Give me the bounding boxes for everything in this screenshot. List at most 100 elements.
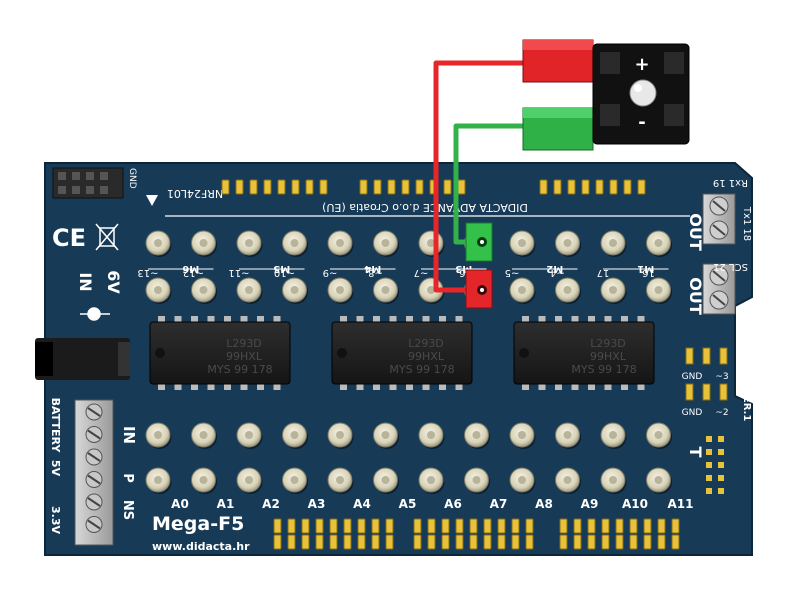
header-pin: [497, 534, 506, 550]
pad-bottom-row1[interactable]: [418, 422, 445, 449]
pad-bottom-row1[interactable]: [145, 422, 172, 449]
header-pin: [469, 534, 478, 550]
header-pin: [235, 179, 244, 195]
green-pin-connector[interactable]: [465, 222, 493, 262]
matrix-pin: [706, 488, 712, 494]
pad-top-row1[interactable]: [373, 230, 400, 257]
chip-marking: 99HXL: [408, 350, 445, 363]
header-pin: [457, 179, 466, 195]
top-pin-label: 16: [642, 267, 655, 278]
header-pin: [671, 518, 680, 534]
pad-top-row1[interactable]: [145, 230, 172, 257]
header-pin: [387, 179, 396, 195]
pad-bottom-row2[interactable]: [327, 467, 354, 494]
pad-top-row2[interactable]: [327, 277, 354, 304]
matrix-pin: [706, 436, 712, 442]
header-pin: [443, 179, 452, 195]
matrix-pin: [718, 475, 724, 481]
serial-pin: [685, 347, 694, 365]
pad-top-row1[interactable]: [646, 230, 673, 257]
chip-marking: MYS 99 178: [389, 363, 454, 376]
pad-bottom-row1[interactable]: [600, 422, 627, 449]
header-pin: [441, 518, 450, 534]
chip-marking: 99HXL: [590, 350, 627, 363]
board-url: www.didacta.hr: [152, 540, 250, 553]
nrf-label: NRF24L01: [167, 187, 223, 200]
header-pin: [559, 518, 568, 534]
barrel-jack: [35, 338, 130, 380]
pad-bottom-row1[interactable]: [191, 422, 218, 449]
header-pin: [609, 179, 618, 195]
pad-top-row2[interactable]: [236, 277, 263, 304]
header-pin: [567, 179, 576, 195]
pad-bottom-row2[interactable]: [282, 467, 309, 494]
pad-top-row2[interactable]: [509, 277, 536, 304]
pad-bottom-row1[interactable]: [373, 422, 400, 449]
pad-top-row2[interactable]: [646, 277, 673, 304]
red-pin-connector[interactable]: [465, 269, 493, 309]
pad-bottom-row2[interactable]: [191, 467, 218, 494]
header-pin: [525, 534, 534, 550]
pad-top-row1[interactable]: [509, 230, 536, 257]
pad-bottom-row2[interactable]: [555, 467, 582, 494]
pad-bottom-row1[interactable]: [282, 422, 309, 449]
header-pin: [373, 179, 382, 195]
pad-bottom-row2[interactable]: [600, 467, 627, 494]
header-pin: [329, 534, 338, 550]
pad-top-row2[interactable]: [282, 277, 309, 304]
module-plus: +: [634, 54, 649, 75]
pad-top-row1[interactable]: [236, 230, 263, 257]
pad-top-row1[interactable]: [600, 230, 627, 257]
header-pin: [273, 534, 282, 550]
serial-pin: [702, 383, 711, 401]
pad-top-row2[interactable]: [145, 277, 172, 304]
pad-top-row2[interactable]: [600, 277, 627, 304]
pad-top-row2[interactable]: [555, 277, 582, 304]
pad-top-row1[interactable]: [555, 230, 582, 257]
header-pin: [287, 534, 296, 550]
top-pin-label: ~13: [137, 267, 158, 278]
header-pin: [371, 534, 380, 550]
pad-bottom-row2[interactable]: [509, 467, 536, 494]
pad-bottom-row2[interactable]: [236, 467, 263, 494]
header-pin: [573, 534, 582, 550]
header-pin: [413, 518, 422, 534]
header-pin: [301, 518, 310, 534]
polarity-icon: [80, 307, 110, 321]
pad-bottom-row1[interactable]: [464, 422, 491, 449]
pad-top-row1[interactable]: [282, 230, 309, 257]
pad-bottom-row1[interactable]: [236, 422, 263, 449]
gnd-top-label: GND: [127, 168, 137, 189]
pad-bottom-row1[interactable]: [646, 422, 673, 449]
pad-bottom-row2[interactable]: [373, 467, 400, 494]
pad-bottom-row2[interactable]: [418, 467, 445, 494]
analog-label: A10: [622, 497, 648, 511]
header-pin: [305, 179, 314, 195]
plus-label: P: [120, 473, 135, 483]
pad-top-row2[interactable]: [373, 277, 400, 304]
header-pin: [587, 534, 596, 550]
red-plug[interactable]: [522, 39, 594, 83]
pad-bottom-row2[interactable]: [464, 467, 491, 494]
header-pin: [273, 518, 282, 534]
header-pin: [329, 518, 338, 534]
battery-label: BATTERY: [49, 398, 62, 454]
pad-bottom-row2[interactable]: [646, 467, 673, 494]
header-pin: [629, 518, 638, 534]
green-plug[interactable]: [522, 107, 594, 151]
pad-bottom-row1[interactable]: [509, 422, 536, 449]
header-pin: [615, 534, 624, 550]
pad-top-row1[interactable]: [327, 230, 354, 257]
pad-bottom-row2[interactable]: [145, 467, 172, 494]
pad-top-row2[interactable]: [191, 277, 218, 304]
gnd2-label: GND: [682, 408, 703, 418]
pad-bottom-row1[interactable]: [327, 422, 354, 449]
pad-bottom-row1[interactable]: [555, 422, 582, 449]
module-minus: -: [638, 112, 645, 133]
arrow-down-icon: [146, 195, 158, 206]
pad-top-row1[interactable]: [191, 230, 218, 257]
header-pin: [315, 534, 324, 550]
